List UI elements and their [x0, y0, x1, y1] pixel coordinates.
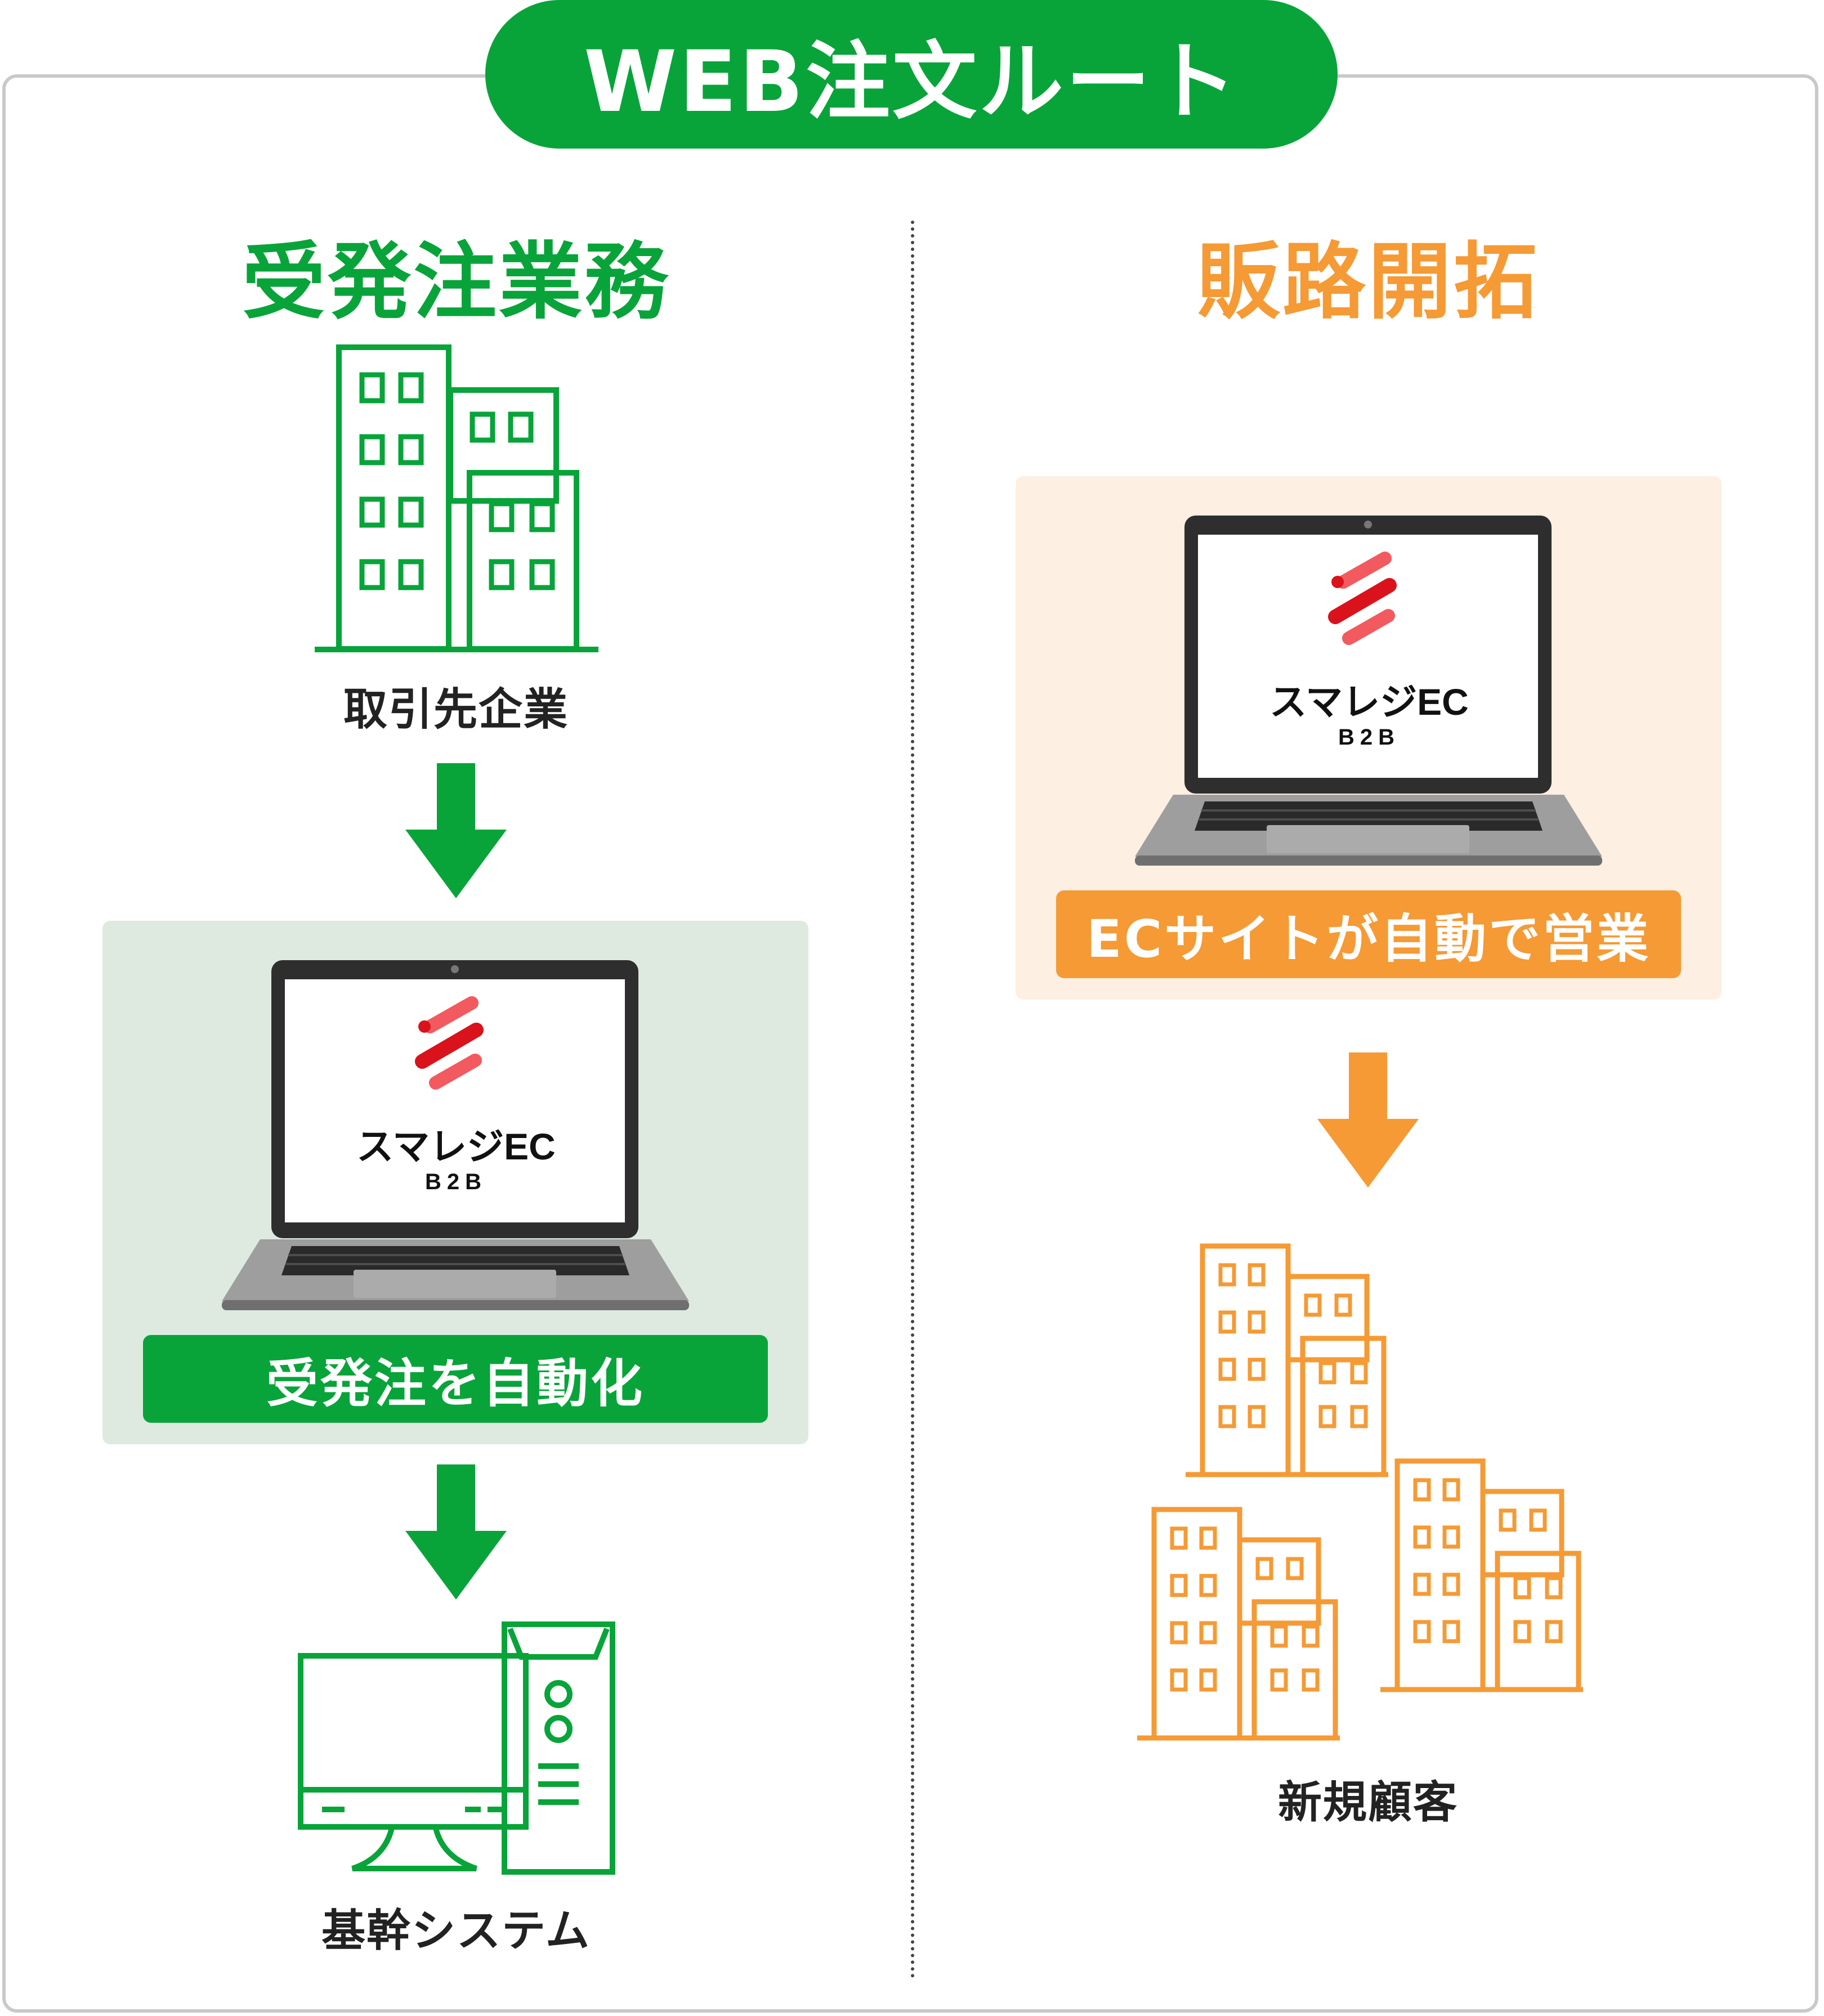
auto-order-button: 受発注を自動化: [143, 1335, 768, 1423]
auto-sales-button: ECサイトが自動で営業: [1056, 890, 1681, 978]
right-bottom-label: 新規顧客: [1277, 1777, 1458, 1828]
left-bottom-label: 基幹システム: [321, 1906, 591, 1956]
arrow-down-icon: [405, 1464, 507, 1600]
laptop-icon: [222, 957, 689, 1312]
arrow-down-icon: [1317, 1052, 1419, 1188]
laptop-sub-right: B2B: [1338, 725, 1401, 750]
buildings-group-icon: [1137, 1240, 1599, 1747]
building-icon: [312, 344, 601, 656]
smaregi-logo-icon: [1326, 550, 1400, 646]
laptop-brand-right: スマレジEC: [1269, 681, 1469, 723]
smaregi-logo-icon: [413, 995, 486, 1091]
laptop-sub-left: B2B: [424, 1170, 488, 1194]
laptop-icon: [1135, 512, 1602, 868]
left-top-label: 取引先企業: [343, 684, 569, 735]
left-heading: 受発注業務: [242, 234, 670, 330]
page-title: WEB注文ルート: [485, 0, 1338, 149]
right-heading: 販路開拓: [1197, 234, 1539, 330]
arrow-down-icon: [405, 763, 507, 898]
laptop-brand-left: スマレジEC: [356, 1126, 556, 1167]
desktop-computer-icon: [296, 1621, 617, 1880]
column-divider: [911, 221, 914, 1979]
